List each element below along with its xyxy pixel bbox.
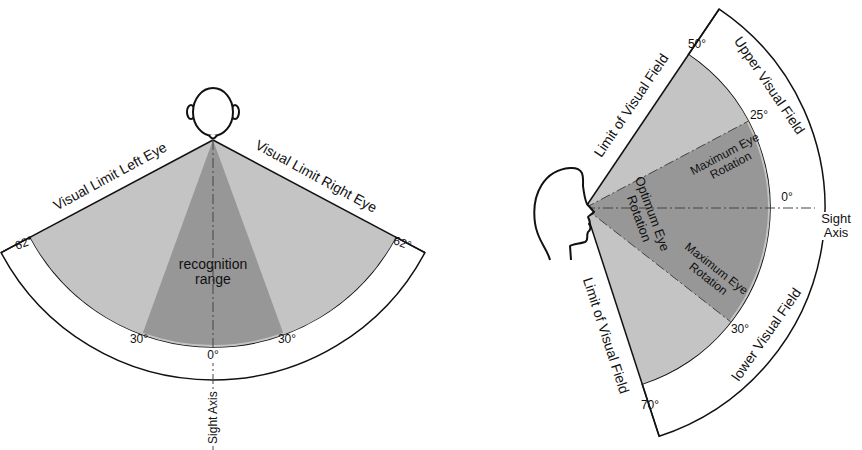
sight-axis-line — [585, 208, 815, 209]
visual-limit-line — [213, 140, 425, 253]
top-view — [1, 88, 425, 450]
axis-label: Sight Axis — [206, 390, 219, 447]
angle-label: 30° — [278, 333, 296, 346]
region-label: recognition range — [168, 257, 258, 288]
recognition-sector — [143, 140, 283, 345]
visual-limit-line — [585, 9, 719, 208]
angle-label: 30° — [130, 333, 148, 346]
angle-label: 70° — [641, 399, 659, 412]
side-view — [534, 9, 825, 436]
angle-label: 0° — [781, 191, 792, 204]
axis-label: Sight Axis — [814, 212, 858, 241]
visual-limit-line — [1, 140, 213, 253]
angle-label: 25° — [750, 109, 768, 122]
angle-label: 50° — [688, 38, 706, 51]
angle-label: 0° — [205, 349, 220, 362]
head-top-view — [187, 88, 239, 139]
head-profile — [534, 168, 594, 260]
angle-label: 30° — [731, 323, 749, 336]
